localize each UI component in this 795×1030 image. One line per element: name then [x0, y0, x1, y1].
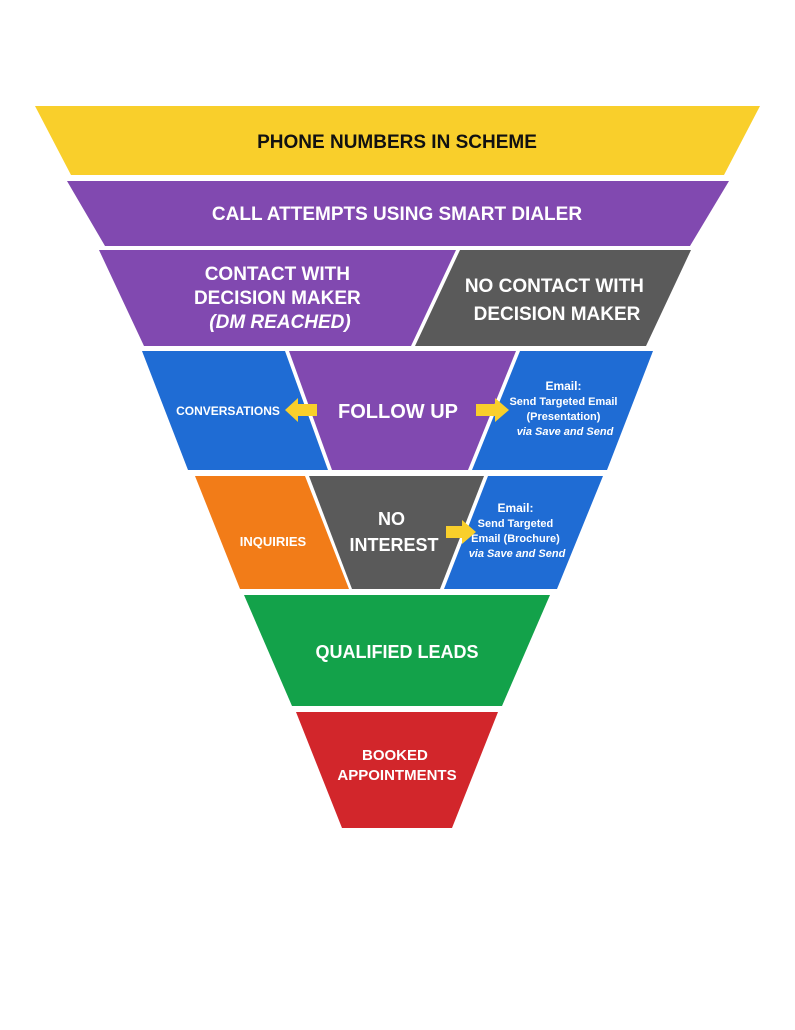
contact-dm-line-3: (DM REACHED): [209, 312, 350, 333]
booked-appointments-segment: [296, 712, 498, 828]
email-presentation-line-2: Send Targeted Email: [509, 396, 617, 408]
follow-up-segment: [289, 351, 516, 470]
call-attempts-label: CALL ATTEMPTS USING SMART DIALER: [212, 204, 582, 225]
email-presentation-line-1: Email:: [545, 379, 581, 393]
email-presentation-segment: [472, 351, 653, 470]
phone-numbers-label: PHONE NUMBERS IN SCHEME: [257, 132, 537, 153]
email-presentation-line-4: via Save and Send: [517, 426, 614, 438]
booked-appointments-line-1: BOOKED: [362, 747, 428, 764]
arrow-right-icon: [446, 520, 476, 544]
email-presentation-line-3: (Presentation): [526, 411, 600, 423]
no-contact-dm-label: NO CONTACT WITH DECISION MAKER: [465, 276, 649, 325]
inquiries-label: INQUIRIES: [240, 534, 307, 549]
booked-appointments-label: BOOKED APPOINTMENTS: [337, 747, 456, 784]
no-interest-segment: [309, 476, 484, 589]
follow-up-label: FOLLOW UP: [338, 401, 458, 423]
contact-dm-line-2: DECISION MAKER: [194, 288, 361, 309]
email-brochure-line-2: Send Targeted: [478, 518, 554, 530]
qualified-leads-segment: [244, 595, 550, 706]
no-contact-dm-line-1: NO CONTACT WITH: [465, 276, 644, 297]
contact-dm-label: CONTACT WITH DECISION MAKER (DM REACHED): [194, 264, 366, 333]
no-interest-line-1: NO: [378, 509, 405, 529]
inquiries-segment: [195, 476, 349, 589]
contact-dm-line-1: CONTACT WITH: [205, 264, 350, 285]
email-presentation-label: Email: Send Targeted Email (Presentation…: [509, 379, 620, 438]
booked-appointments-line-2: APPOINTMENTS: [337, 767, 456, 784]
arrow-right-icon: [476, 398, 509, 422]
email-brochure-line-3: Email (Brochure): [471, 533, 560, 545]
conversations-label: CONVERSATIONS: [176, 404, 280, 418]
qualified-leads-label: QUALIFIED LEADS: [315, 642, 478, 662]
no-interest-line-2: INTEREST: [349, 535, 438, 555]
email-brochure-label: Email: Send Targeted Email (Brochure) vi…: [469, 501, 566, 560]
email-brochure-line-1: Email:: [497, 501, 533, 515]
arrow-left-icon: [285, 398, 317, 422]
phone-numbers-segment: [35, 106, 760, 175]
call-attempts-segment: [67, 181, 729, 246]
email-brochure-segment: [444, 476, 603, 589]
email-brochure-line-4: via Save and Send: [469, 548, 566, 560]
conversations-segment: [142, 351, 328, 470]
no-interest-label: NO INTEREST: [349, 509, 438, 555]
contact-dm-segment: [99, 250, 456, 346]
no-contact-dm-line-2: DECISION MAKER: [474, 304, 641, 325]
no-contact-dm-segment: [415, 250, 691, 346]
